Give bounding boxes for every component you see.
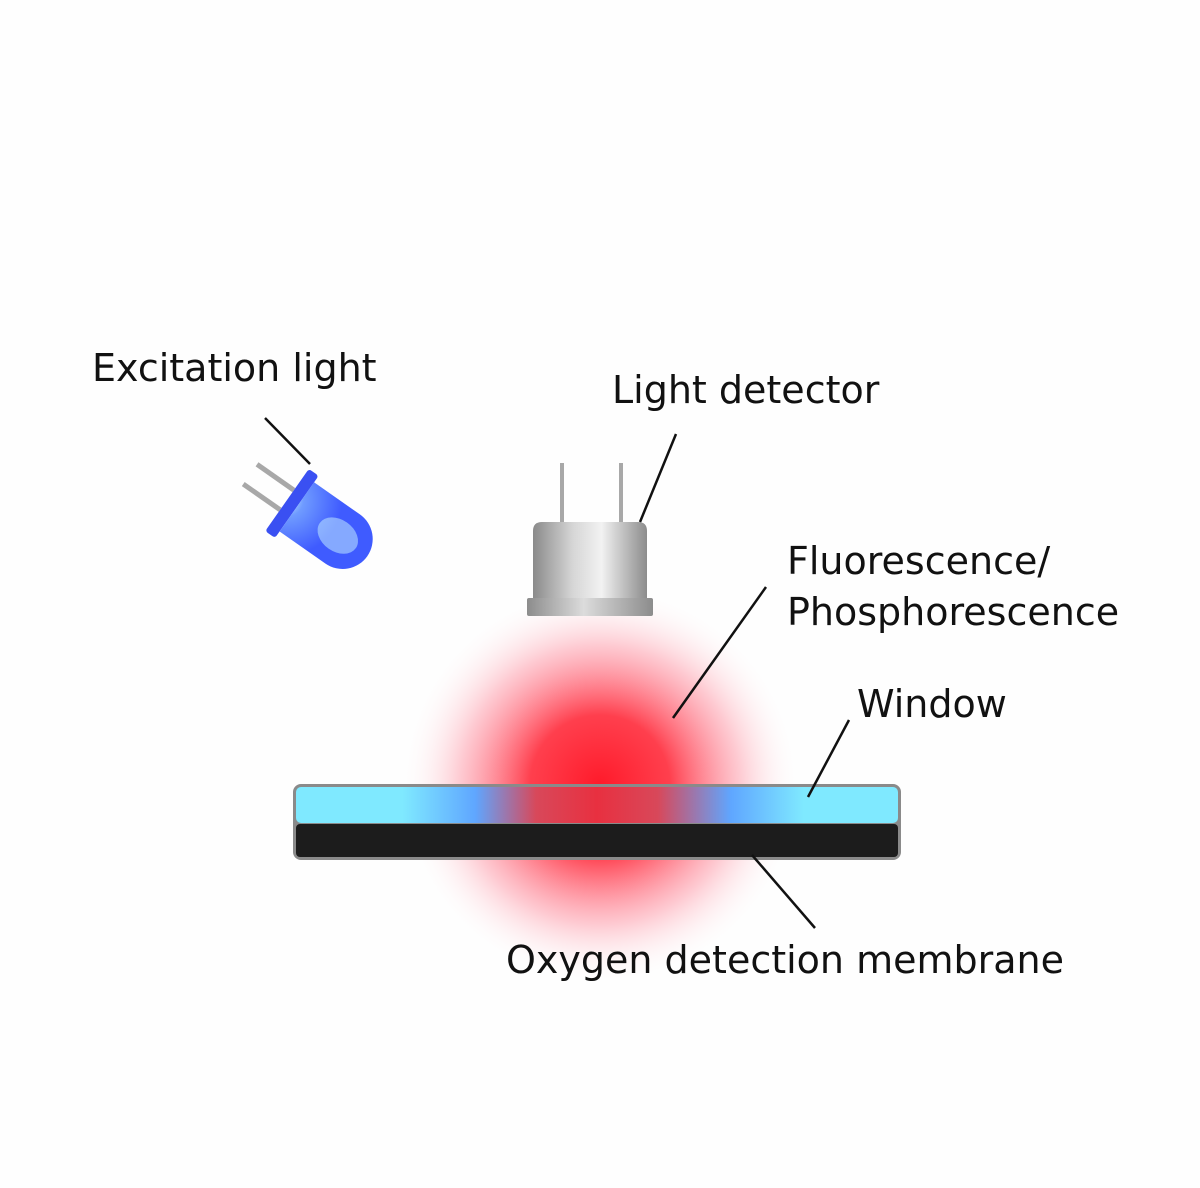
led-icon — [241, 462, 373, 570]
fluorescence-leader — [671, 586, 768, 719]
detector-rim — [527, 598, 653, 616]
window-layer — [296, 787, 898, 823]
fluorescence-label-line1: Fluorescence/ — [787, 539, 1050, 583]
led-highlight — [317, 517, 359, 554]
excitation-leader — [264, 417, 311, 465]
membrane-layer — [296, 824, 898, 857]
led-lead — [255, 462, 296, 493]
light-detector-label: Light detector — [612, 368, 880, 412]
fluorescence-label-line2: Phosphorescence — [787, 590, 1119, 634]
window-label: Window — [857, 682, 1007, 726]
sensor-stack — [293, 784, 901, 860]
leader-lines — [264, 417, 851, 929]
detector-leader — [638, 433, 678, 523]
excitation-light-label: Excitation light — [92, 346, 377, 390]
membrane-label: Oxygen detection membrane — [506, 938, 1064, 982]
window-leader — [806, 719, 851, 798]
led-flange — [266, 470, 318, 537]
detector-can — [533, 522, 647, 600]
led-lead — [241, 481, 282, 512]
membrane-leader — [751, 854, 816, 929]
photodetector-icon — [527, 463, 653, 616]
